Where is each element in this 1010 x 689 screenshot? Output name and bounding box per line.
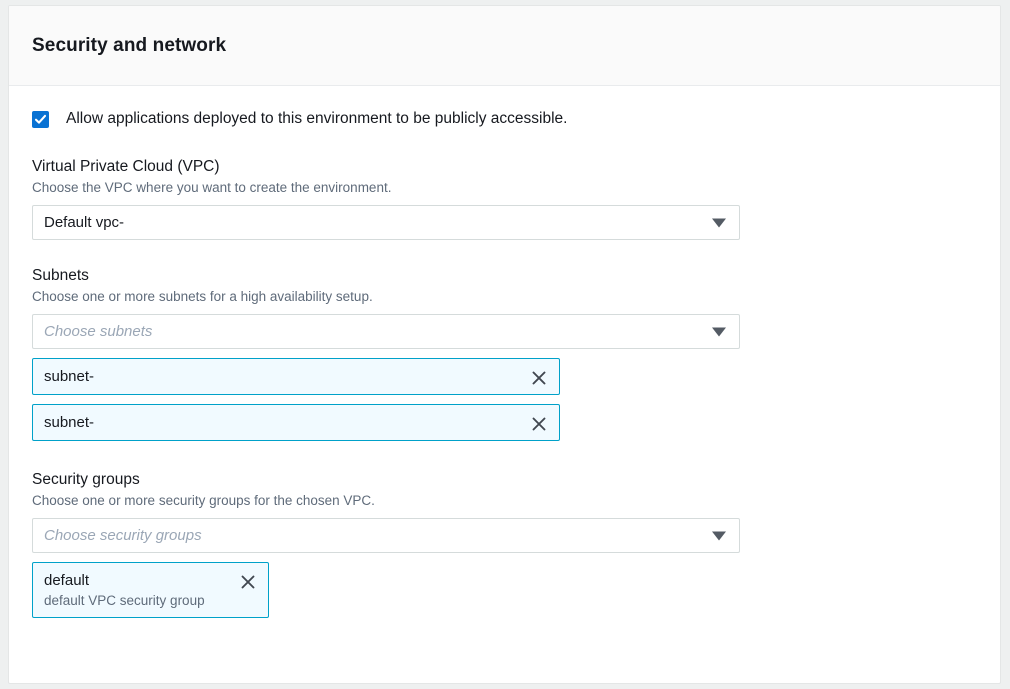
subnets-select[interactable]: Choose subnets	[32, 314, 740, 349]
list-item[interactable]: default default VPC security group	[32, 562, 269, 618]
subnets-field: Subnets Choose one or more subnets for a…	[32, 266, 977, 441]
security-and-network-panel: Security and network Allow applications …	[8, 5, 1001, 684]
subnets-label: Subnets	[32, 267, 89, 284]
subnets-description: Choose one or more subnets for a high av…	[32, 289, 373, 304]
list-item[interactable]: subnet-	[32, 358, 560, 395]
close-icon[interactable]	[529, 368, 549, 388]
vpc-selected-value: Default vpc-	[44, 214, 125, 231]
spacer	[32, 450, 977, 470]
panel-header: Security and network	[9, 6, 1000, 86]
subnet-token-label: subnet-	[44, 368, 95, 385]
vpc-label: Virtual Private Cloud (VPC)	[32, 158, 220, 175]
subnet-token-label: subnet-	[44, 414, 95, 431]
vpc-description: Choose the VPC where you want to create …	[32, 180, 392, 195]
subnets-token-list: subnet- subnet-	[32, 358, 977, 441]
security-groups-select[interactable]: Choose security groups	[32, 518, 740, 553]
security-group-token-description: default VPC security group	[44, 593, 205, 608]
close-icon[interactable]	[238, 572, 258, 592]
security-groups-placeholder: Choose security groups	[44, 527, 202, 544]
chevron-down-icon	[712, 327, 726, 336]
vpc-select[interactable]: Default vpc-	[32, 205, 740, 240]
public-access-checkbox-row[interactable]: Allow applications deployed to this envi…	[32, 109, 977, 128]
security-group-token-label: default	[44, 572, 90, 589]
security-groups-description: Choose one or more security groups for t…	[32, 493, 375, 508]
security-groups-field: Security groups Choose one or more secur…	[32, 470, 977, 618]
spacer	[32, 240, 977, 266]
security-groups-token-list: default default VPC security group	[32, 562, 977, 618]
panel-body: Allow applications deployed to this envi…	[9, 86, 1000, 618]
close-icon[interactable]	[529, 414, 549, 434]
page-title: Security and network	[32, 34, 227, 56]
list-item[interactable]: subnet-	[32, 404, 560, 441]
public-access-label: Allow applications deployed to this envi…	[66, 110, 568, 127]
security-groups-label: Security groups	[32, 471, 140, 488]
subnets-placeholder: Choose subnets	[44, 323, 153, 340]
public-access-checkbox[interactable]	[32, 111, 49, 128]
chevron-down-icon	[712, 531, 726, 540]
chevron-down-icon	[712, 218, 726, 227]
vpc-field: Virtual Private Cloud (VPC) Choose the V…	[32, 157, 977, 240]
